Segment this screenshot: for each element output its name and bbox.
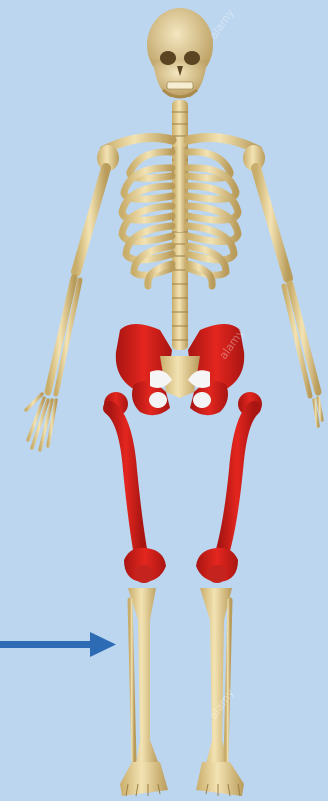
right-femur	[196, 392, 262, 582]
left-fibula	[130, 600, 134, 760]
left-obturator	[149, 392, 167, 408]
watermark: alamy	[207, 6, 237, 42]
right-patella	[207, 565, 227, 583]
left-femur	[104, 392, 166, 582]
right-fibula	[226, 600, 230, 760]
right-arrow-icon	[0, 632, 116, 657]
right-obturator	[193, 392, 211, 408]
left-patella	[134, 565, 154, 583]
right-lower-leg	[200, 588, 232, 764]
left-orbit	[160, 51, 176, 65]
right-arm	[256, 168, 322, 426]
right-foot	[196, 762, 244, 796]
left-lower-leg	[128, 588, 158, 764]
sternum	[174, 146, 186, 232]
skull	[147, 8, 213, 97]
right-orbit	[184, 51, 200, 65]
left-foot	[120, 762, 168, 796]
left-arm	[26, 168, 106, 450]
